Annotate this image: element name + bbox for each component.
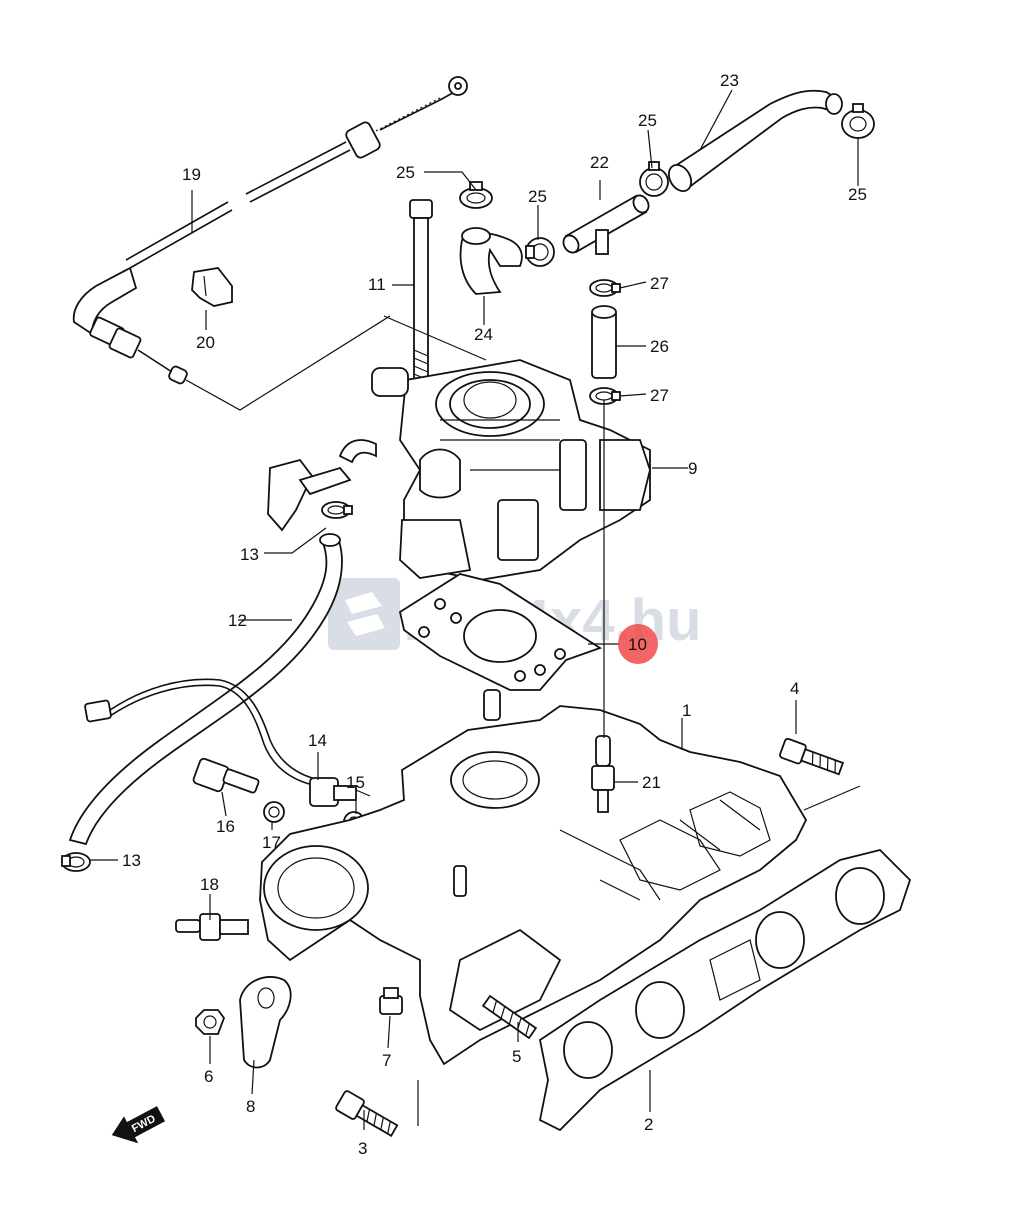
callout-25-middle: 25	[528, 187, 547, 206]
callout-11: 11	[368, 275, 386, 294]
callout-18: 18	[200, 875, 219, 894]
callout-20: 20	[196, 333, 215, 352]
forward-arrow: FWD	[111, 1106, 166, 1144]
fasteners	[195, 735, 845, 1137]
callout-13-lower: 13	[122, 851, 141, 870]
callout-12: 12	[228, 611, 247, 630]
callout-25-left: 25	[396, 163, 415, 182]
manifold-gasket	[538, 849, 912, 1132]
callout-14: 14	[308, 731, 327, 750]
callout-1: 1	[682, 701, 691, 720]
hose-large	[667, 89, 843, 193]
callout-5: 5	[512, 1047, 521, 1066]
highlight-callout-10[interactable]: 10	[618, 624, 658, 664]
intake-manifold	[259, 689, 808, 1066]
callout-4: 4	[790, 679, 799, 698]
hose-elbow	[459, 227, 523, 295]
sensors	[175, 757, 371, 941]
callout-22: 22	[590, 153, 609, 172]
callout-19: 19	[182, 165, 201, 184]
callout-3: 3	[358, 1139, 367, 1158]
highlight-marker[interactable]	[618, 624, 658, 664]
cable-clip	[191, 267, 233, 307]
hose-short	[591, 305, 617, 379]
callout-10[interactable]: 10	[628, 635, 647, 654]
callout-9: 9	[688, 459, 697, 478]
callout-13-upper: 13	[240, 545, 259, 564]
callout-16: 16	[216, 817, 235, 836]
callout-7: 7	[382, 1051, 391, 1070]
throttle-cable	[72, 76, 468, 385]
callout-23: 23	[720, 71, 739, 90]
wire-harness	[84, 678, 321, 787]
bracket	[239, 976, 292, 1069]
callout-27-lower: 27	[650, 386, 669, 405]
callout-15: 15	[346, 773, 365, 792]
callout-17: 17	[262, 833, 281, 852]
hose-clamps	[61, 103, 875, 872]
callout-24: 24	[474, 325, 493, 344]
part-callouts: 1 2 3 4 5 6 7 8 9 11 12 13 13 14 15 16 1…	[122, 71, 867, 1158]
callout-25-right: 25	[848, 185, 867, 204]
callout-6: 6	[204, 1067, 213, 1086]
callout-25-upper: 25	[638, 111, 657, 130]
carburetor-gasket	[398, 573, 603, 691]
callout-8: 8	[246, 1097, 255, 1116]
pipe-tee	[562, 194, 650, 255]
callout-27-upper: 27	[650, 274, 669, 293]
leader-lines	[90, 89, 861, 1130]
hose-long	[68, 533, 343, 846]
callout-26: 26	[650, 337, 669, 356]
callout-2: 2	[644, 1115, 653, 1134]
carburetor	[267, 359, 651, 581]
callout-21: 21	[642, 773, 661, 792]
long-bolt	[409, 199, 433, 399]
